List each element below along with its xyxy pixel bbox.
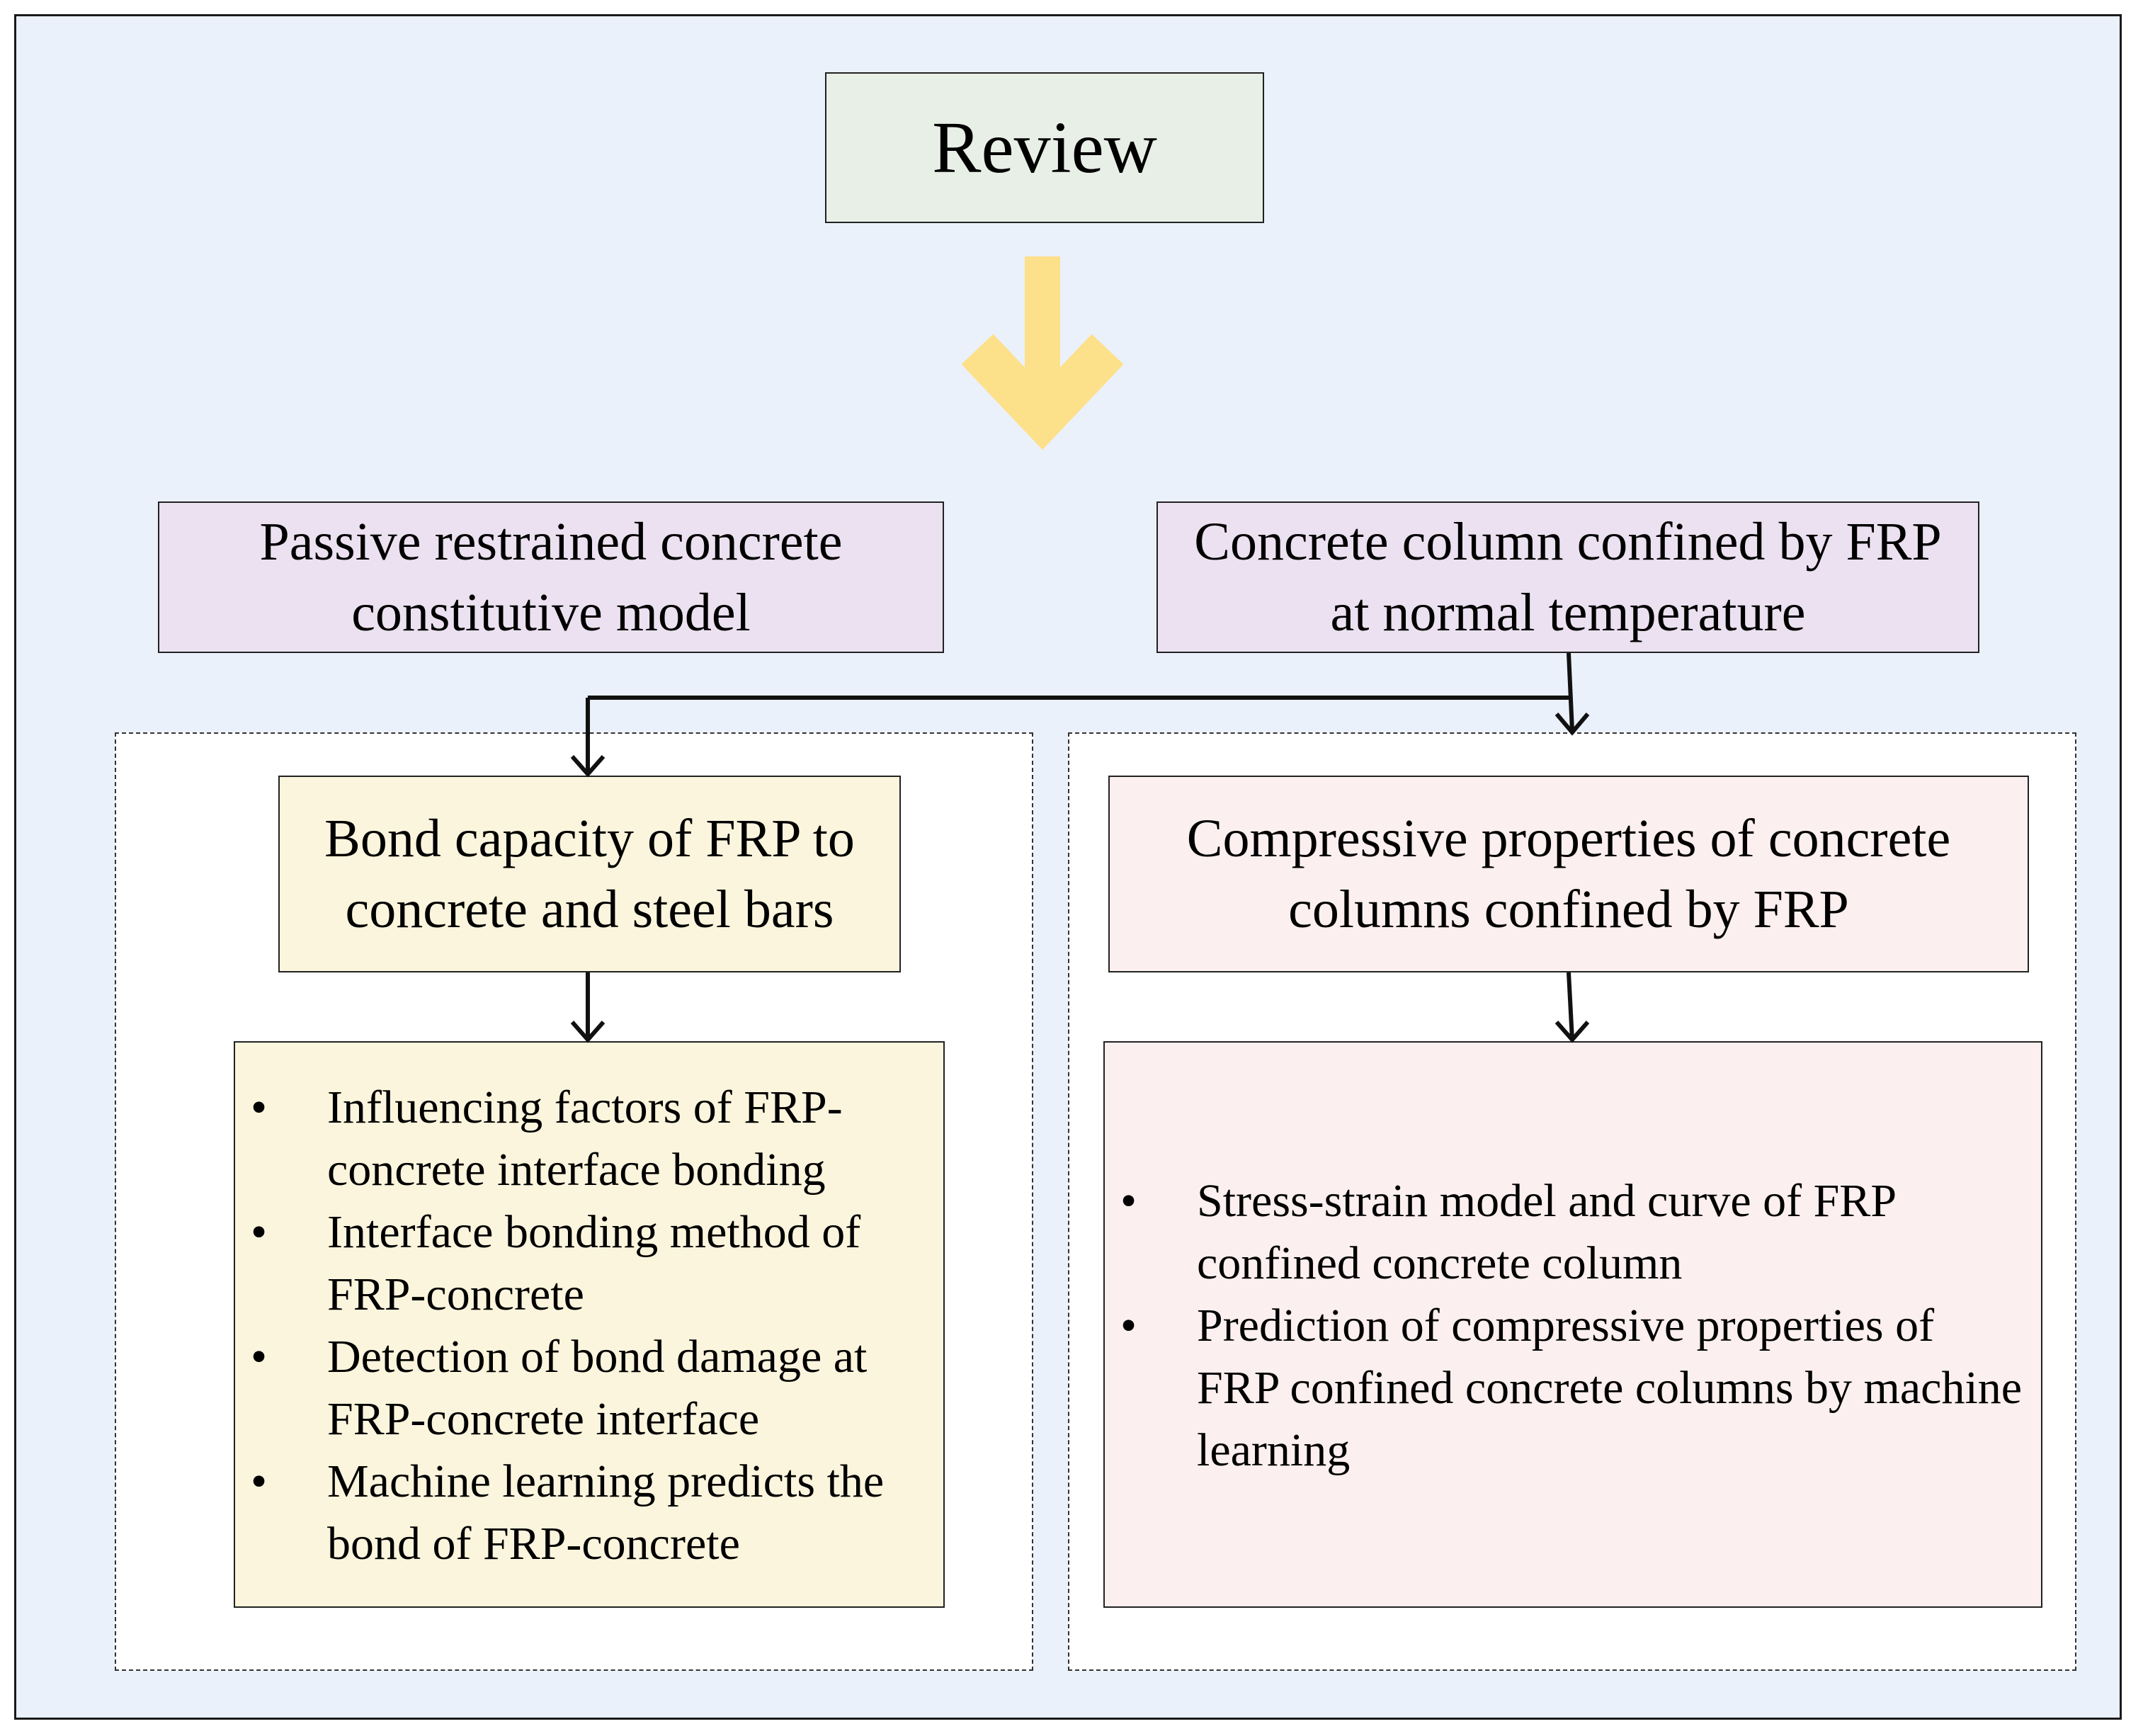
topic-title-right: Compressive properties of concrete colum… [1186, 809, 1951, 939]
list-item: Machine learning predicts the bond of FR… [235, 1451, 943, 1575]
list-item: Influencing factors of FRP-concrete inte… [235, 1077, 943, 1201]
branch-label-left: Passive restrained concrete constitutive… [259, 512, 843, 642]
branch-label-right: Concrete column confined by FRP at norma… [1194, 512, 1942, 642]
review-box: Review [825, 72, 1264, 223]
branch-box-left: Passive restrained concrete constitutive… [158, 501, 944, 653]
branch-box-right: Concrete column confined by FRP at norma… [1156, 501, 1979, 653]
topic-title-left: Bond capacity of FRP to concrete and ste… [324, 809, 855, 939]
list-item: Interface bonding method of FRP-concrete [235, 1201, 943, 1326]
topic-list-left: Influencing factors of FRP-concrete inte… [235, 1077, 943, 1575]
review-label: Review [932, 107, 1157, 188]
topic-title-box-right: Compressive properties of concrete colum… [1108, 776, 2029, 972]
topic-list-box-left: Influencing factors of FRP-concrete inte… [234, 1041, 945, 1608]
list-item: Detection of bond damage at FRP-concrete… [235, 1326, 943, 1451]
topic-list-right: Stress-strain model and curve of FRP con… [1105, 1170, 2041, 1482]
topic-title-box-left: Bond capacity of FRP to concrete and ste… [278, 776, 901, 972]
list-item: Prediction of compressive properties of … [1105, 1295, 2041, 1482]
list-item: Stress-strain model and curve of FRP con… [1105, 1170, 2041, 1295]
topic-list-box-right: Stress-strain model and curve of FRP con… [1103, 1041, 2042, 1608]
